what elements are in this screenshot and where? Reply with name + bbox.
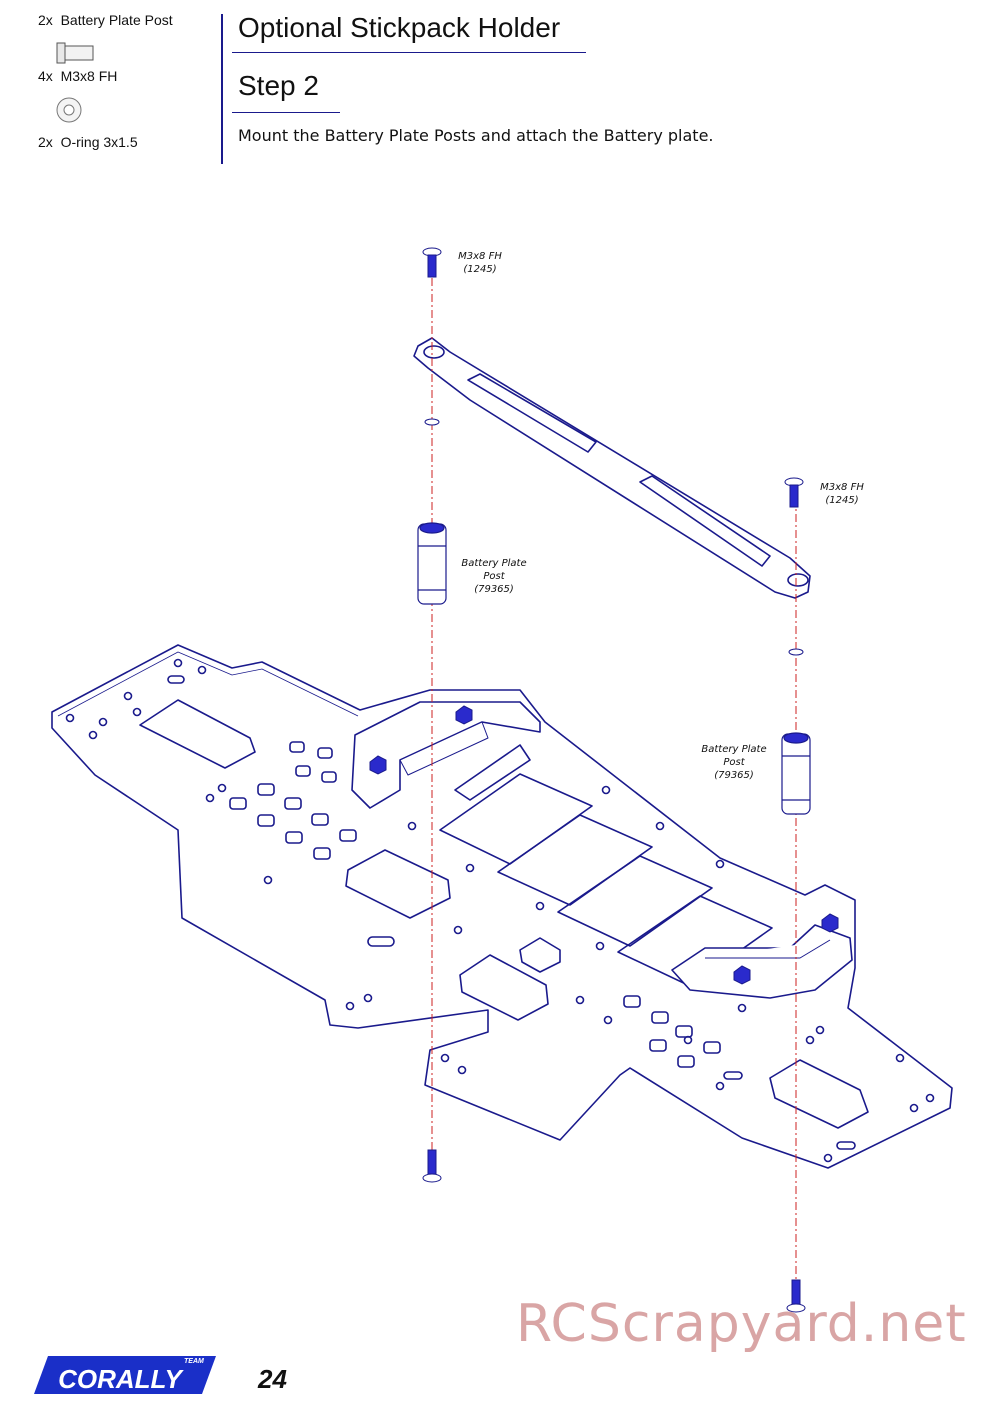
callout-post-left-line2: Post — [483, 571, 505, 582]
callout-screw-top-left-code: (1245) — [463, 264, 496, 275]
holder-bracket-left — [351, 701, 541, 809]
callout-screw-top-right: M3x8 FH — [820, 482, 864, 493]
step-title: Step 2 — [238, 70, 319, 101]
screw-bottom-right — [786, 1279, 806, 1313]
callout-post-right-line2: Post — [723, 757, 745, 768]
holder-bracket-right — [671, 924, 853, 999]
part-qty: 2x — [38, 134, 53, 150]
callout-post-right: Battery Plate — [701, 744, 766, 755]
assembly-axis-lines — [431, 262, 797, 1300]
o-ring-part-icon — [56, 97, 82, 123]
part-qty: 4x — [38, 68, 53, 84]
callout-screw-top-right-code: (1245) — [825, 495, 858, 506]
callout-post-left-code: (79365) — [474, 584, 514, 595]
part-name: O-ring 3x1.5 — [60, 134, 138, 150]
part-name: Battery Plate Post — [60, 12, 173, 28]
page-number: 24 — [258, 1364, 287, 1394]
step-instruction: Mount the Battery Plate Posts and attach… — [238, 126, 714, 145]
team-corally-logo: TEAM CORALLY — [34, 1356, 216, 1394]
step-underline — [232, 112, 340, 113]
o-ring-left — [424, 418, 440, 426]
o-ring-right — [788, 648, 804, 656]
screw-top-right — [784, 477, 804, 508]
page-title: Optional Stickpack Holder — [238, 12, 561, 43]
part-name: M3x8 FH — [60, 68, 118, 84]
part-m3x8-fh: 4x M3x8 FH — [38, 68, 117, 84]
screw-bottom-left — [422, 1149, 442, 1183]
callout-screw-top-left: M3x8 FH — [458, 251, 502, 262]
battery-plate — [413, 337, 811, 599]
screw-top-left — [422, 247, 442, 278]
battery-plate-post-right — [781, 732, 811, 815]
title-underline — [232, 52, 586, 53]
callout-post-left: Battery Plate — [461, 558, 526, 569]
battery-plate-post-left — [417, 522, 447, 605]
part-qty: 2x — [38, 12, 53, 28]
part-o-ring: 2x O-ring 3x1.5 — [38, 134, 138, 150]
watermark: RCScrapyard.net — [516, 1294, 967, 1354]
nut-icon — [369, 705, 839, 985]
screw-part-icon — [56, 42, 94, 64]
logo-text: CORALLY — [58, 1364, 184, 1394]
chassis-plate — [51, 644, 953, 1169]
part-battery-plate-post: 2x Battery Plate Post — [38, 12, 173, 28]
callout-post-right-code: (79365) — [714, 770, 754, 781]
header-divider — [221, 14, 223, 164]
logo-team-text: TEAM — [184, 1358, 204, 1365]
